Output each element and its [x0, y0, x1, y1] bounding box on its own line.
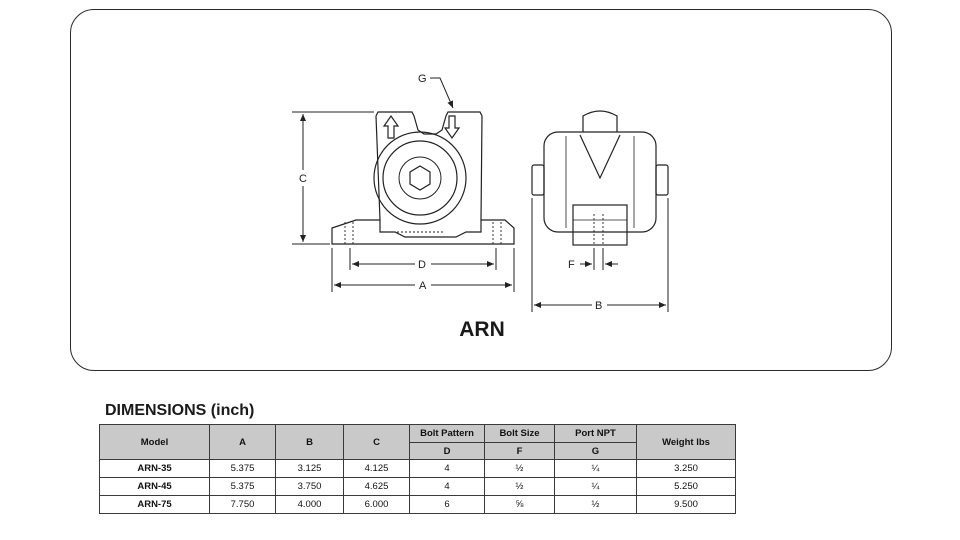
header-g: G — [554, 442, 637, 460]
header-bolt-size: Bolt Size — [484, 424, 555, 443]
header-c: C — [343, 424, 410, 460]
cell-f: ⅝ — [484, 495, 555, 514]
header-model: Model — [99, 424, 210, 460]
dimension-f — [580, 248, 618, 270]
cell-a: 5.375 — [209, 459, 276, 478]
cell-weight: 9.500 — [636, 495, 736, 514]
table-header-row: Model A B C Bolt Pattern Bolt Size Port … — [99, 424, 736, 460]
cell-c: 4.125 — [343, 459, 410, 478]
cell-f: ½ — [484, 459, 555, 478]
front-view-base — [331, 219, 515, 245]
table-subheader-row: D F G — [100, 442, 736, 460]
cell-g: ¼ — [554, 477, 637, 496]
right-cap — [655, 164, 669, 196]
front-view-body — [375, 111, 483, 221]
bottom-block — [572, 204, 628, 246]
model-title: ARN — [459, 318, 505, 341]
drawing-panel — [70, 9, 892, 371]
dimension-c — [292, 111, 374, 245]
hex-nut — [409, 165, 431, 191]
cell-d: 4 — [409, 477, 485, 496]
dimension-d — [349, 248, 497, 270]
header-a: A — [209, 424, 276, 460]
label-a: A — [419, 280, 427, 292]
header-d: D — [409, 442, 485, 460]
technical-drawing: C G D A — [292, 73, 669, 312]
side-body — [543, 131, 657, 233]
cell-model: ARN-35 — [99, 459, 210, 478]
cell-a: 7.750 — [209, 495, 276, 514]
cell-g: ½ — [554, 495, 637, 514]
header-f: F — [484, 442, 555, 460]
side-view — [531, 110, 669, 246]
top-nozzle — [582, 110, 618, 132]
dimensions-heading: DIMENSIONS (inch) — [105, 402, 255, 419]
cell-c: 6.000 — [343, 495, 410, 514]
flow-arrow-down-icon — [443, 115, 461, 140]
cell-d: 4 — [409, 459, 485, 478]
hub-circle — [398, 156, 442, 200]
cell-b: 3.750 — [275, 477, 344, 496]
cell-f: ½ — [484, 477, 555, 496]
dimension-g — [430, 77, 454, 109]
cell-c: 4.625 — [343, 477, 410, 496]
label-f: F — [568, 259, 575, 271]
front-bolt-holes — [344, 222, 502, 244]
header-weight: Weight lbs — [636, 424, 736, 460]
dimension-b — [531, 198, 669, 312]
flow-arrow-up-icon — [382, 114, 400, 139]
table-row: ARN-35 5.375 3.125 4.125 4 ½ ¼ 3.250 — [99, 459, 736, 478]
housing-inner-circle — [382, 140, 458, 216]
cell-weight: 3.250 — [636, 459, 736, 478]
cell-b: 4.000 — [275, 495, 344, 514]
cell-b: 3.125 — [275, 459, 344, 478]
label-d: D — [418, 259, 426, 271]
cell-a: 5.375 — [209, 477, 276, 496]
label-b: B — [595, 300, 602, 312]
side-bolt-hole — [593, 214, 604, 245]
cell-g: ¼ — [554, 459, 637, 478]
cell-model: ARN-45 — [99, 477, 210, 496]
cell-weight: 5.250 — [636, 477, 736, 496]
cell-d: 6 — [409, 495, 485, 514]
housing-circle — [373, 131, 467, 225]
dimension-a — [331, 248, 515, 292]
table-row: ARN-45 5.375 3.750 4.625 4 ½ ¼ 5.250 — [99, 477, 736, 496]
left-cap — [531, 164, 545, 196]
header-bolt-pattern: Bolt Pattern — [409, 424, 485, 443]
v-shape — [579, 134, 621, 180]
header-port-npt: Port NPT — [554, 424, 637, 443]
front-view — [331, 111, 515, 245]
header-b: B — [275, 424, 344, 460]
label-g: G — [418, 73, 427, 85]
cell-model: ARN-75 — [99, 495, 210, 514]
label-c: C — [299, 173, 307, 185]
table-row: ARN-75 7.750 4.000 6.000 6 ⅝ ½ 9.500 — [99, 495, 736, 514]
dimensions-table: Model A B C Bolt Pattern Bolt Size Port … — [99, 424, 736, 514]
